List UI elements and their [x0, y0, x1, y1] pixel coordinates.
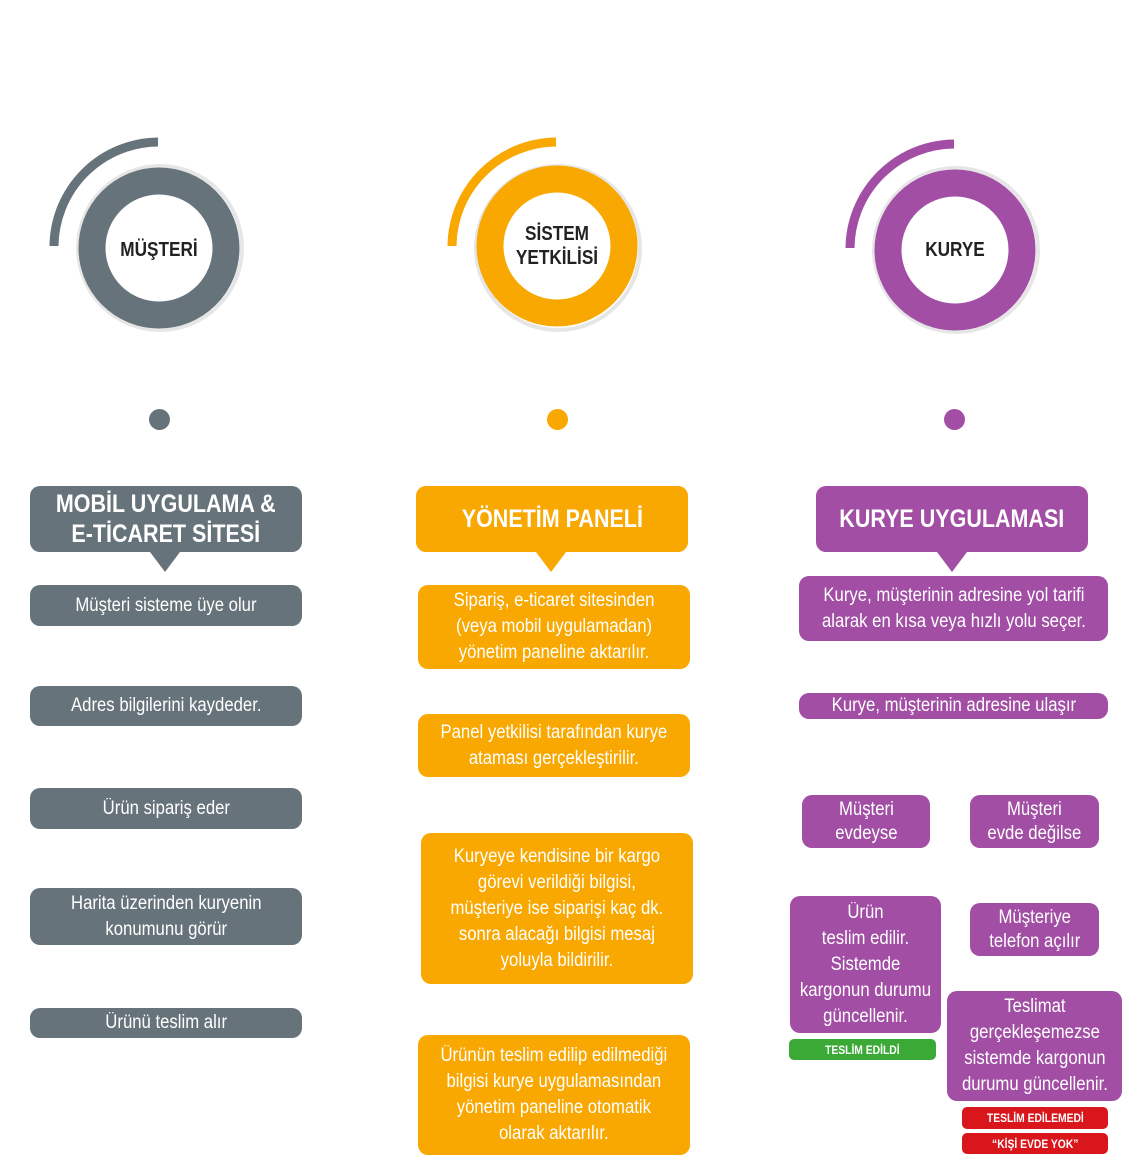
step-musteri-2-label: Adres bilgilerini kaydeder.: [70, 695, 262, 716]
header-pointer-kurye: [937, 552, 967, 572]
role-label-sistem: SİSTEM YETKİLİSİ: [515, 223, 599, 269]
step-sistem-3: Kuryeye kendisine bir kargo görevi veril…: [421, 833, 693, 984]
step-sistem-3-label: Kuryeye kendisine bir kargo görevi veril…: [450, 845, 664, 971]
branch-home-condition: Müşteri evdeyse: [802, 795, 930, 848]
header-mobil-uygulama-label: MOBİL UYGULAMA & E-TİCARET SİTESİ: [56, 490, 276, 548]
tag-kisi-evde-yok-label: “KİŞİ EVDE YOK”: [991, 1136, 1079, 1151]
step-kurye-1-label: Kurye, müşterinin adresine yol tarifi al…: [821, 584, 1086, 632]
branch-away-condition: Müşteri evde değilse: [970, 795, 1099, 848]
branch-away-result-label: Teslimat gerçekleşemezse sistemde kargon…: [961, 996, 1108, 1095]
branch-away-condition-label: Müşteri evde değilse: [987, 798, 1082, 844]
step-sistem-4: Ürünün teslim edilip edilmediği bilgisi …: [418, 1035, 690, 1155]
step-kurye-2: Kurye, müşterinin adresine ulaşır: [799, 693, 1108, 719]
step-musteri-2: Adres bilgilerini kaydeder.: [30, 686, 302, 726]
step-sistem-2-label: Panel yetkilisi tarafından kurye ataması…: [440, 721, 668, 769]
header-mobil-uygulama: MOBİL UYGULAMA & E-TİCARET SİTESİ: [30, 486, 302, 552]
role-label-musteri: MÜŞTERİ: [120, 239, 198, 261]
step-musteri-5-label: Ürünü teslim alır: [105, 1012, 227, 1033]
role-label-kurye: KURYE: [925, 239, 985, 261]
kurye-ring-icon: [845, 139, 1040, 334]
step-kurye-2-label: Kurye, müşterinin adresine ulaşır: [831, 695, 1076, 716]
step-musteri-3-label: Ürün sipariş eder: [102, 797, 230, 819]
branch-home-result-label: Ürün teslim edilir. Sistemde kargonun du…: [799, 901, 932, 1027]
branch-away-result: Teslimat gerçekleşemezse sistemde kargon…: [947, 991, 1122, 1101]
step-sistem-4-label: Ürünün teslim edilip edilmediği bilgisi …: [440, 1045, 668, 1144]
sistem-ring-icon: [447, 137, 642, 332]
step-sistem-2: Panel yetkilisi tarafından kurye ataması…: [418, 714, 690, 777]
tag-teslim-edilemedi-label: TESLİM EDİLEMEDİ: [986, 1111, 1084, 1125]
branch-home-result: Ürün teslim edilir. Sistemde kargonun du…: [790, 896, 941, 1033]
musteri-ring-icon: [49, 137, 244, 332]
step-sistem-1: Sipariş, e-ticaret sitesinden (veya mobi…: [418, 585, 690, 669]
timeline-dot-sistem: [547, 409, 568, 430]
step-musteri-1-label: Müşteri sisteme üye olur: [75, 594, 257, 616]
tag-teslim-edildi-label: TESLİM EDİLDİ: [825, 1042, 900, 1057]
step-musteri-1: Müşteri sisteme üye olur: [30, 585, 302, 626]
branch-home-condition-label: Müşteri evdeyse: [834, 798, 898, 844]
step-musteri-4-label: Harita üzerinden kuryenin konumunu görür: [70, 892, 262, 940]
timeline-dot-musteri: [149, 409, 170, 430]
step-kurye-1: Kurye, müşterinin adresine yol tarifi al…: [799, 576, 1108, 641]
header-yonetim-paneli-label: YÖNETİM PANELİ: [461, 505, 643, 533]
branch-away-call: Müşteriye telefon açılır: [970, 903, 1099, 956]
branch-away-call-label: Müşteriye telefon açılır: [988, 906, 1081, 952]
header-kurye-uygulamasi-label: KURYE UYGULAMASI: [839, 505, 1065, 533]
timeline-dot-kurye: [944, 409, 965, 430]
header-kurye-uygulamasi: KURYE UYGULAMASI: [816, 486, 1088, 552]
step-musteri-3: Ürün sipariş eder: [30, 788, 302, 829]
tag-teslim-edilemedi: TESLİM EDİLEMEDİ: [962, 1107, 1108, 1129]
tag-kisi-evde-yok: “KİŞİ EVDE YOK”: [962, 1133, 1108, 1154]
step-musteri-5: Ürünü teslim alır: [30, 1008, 302, 1038]
tag-teslim-edildi: TESLİM EDİLDİ: [789, 1039, 936, 1060]
header-pointer-musteri: [150, 552, 180, 572]
step-sistem-1-label: Sipariş, e-ticaret sitesinden (veya mobi…: [453, 590, 655, 663]
header-pointer-sistem: [536, 552, 566, 572]
header-yonetim-paneli: YÖNETİM PANELİ: [416, 486, 688, 552]
step-musteri-4: Harita üzerinden kuryenin konumunu görür: [30, 888, 302, 945]
